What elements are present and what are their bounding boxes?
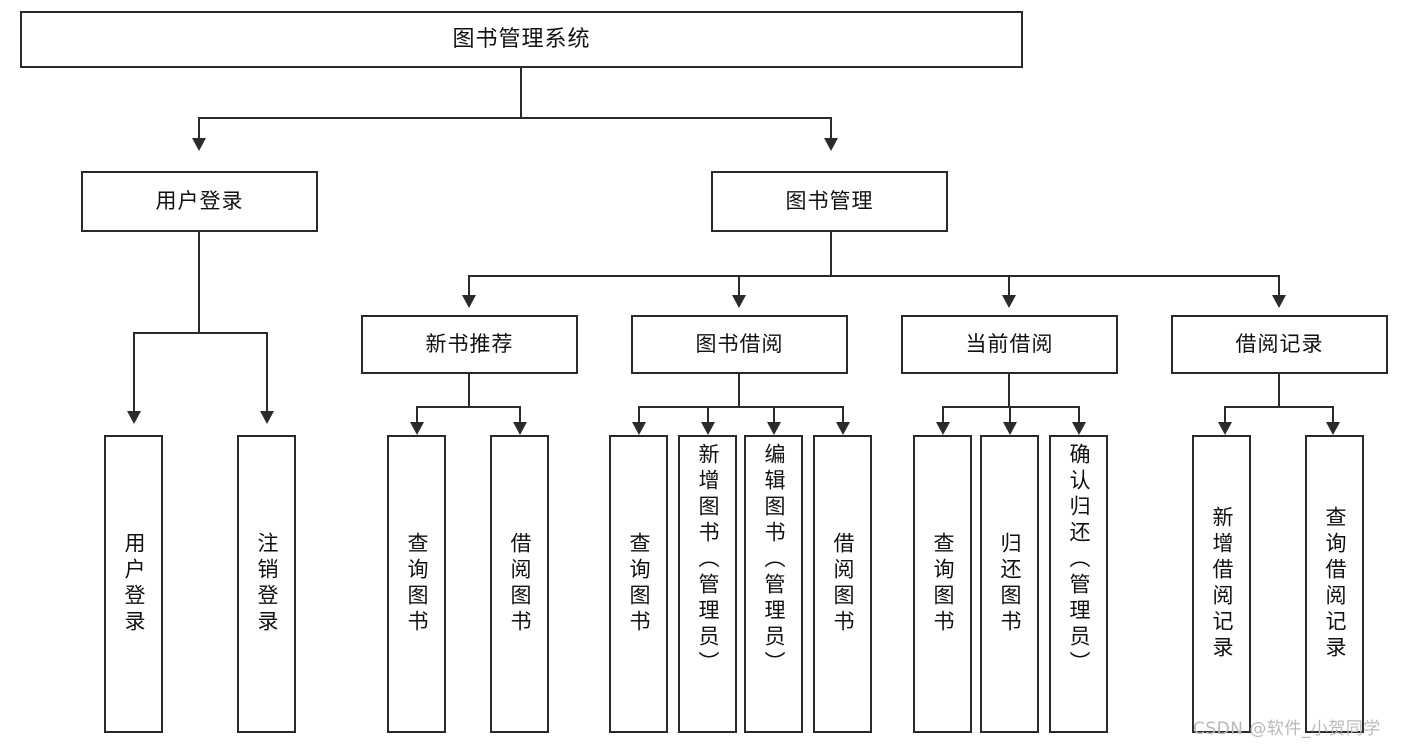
node-label: 查询图书 <box>931 532 955 636</box>
node-label: 新增图书（管理员） <box>696 443 720 677</box>
arrowhead-book-borrow-leaf-3 <box>767 422 781 435</box>
node-label: 查询借阅记录 <box>1323 506 1347 662</box>
node-label: 借阅记录 <box>1235 332 1324 357</box>
connector-book-borrow-leaf-2 <box>707 406 709 426</box>
connector-borrow-record-leaf-2 <box>1332 406 1334 426</box>
arrowhead-current-borrow-leaf-1 <box>936 422 950 435</box>
connector-to-book-management <box>830 117 832 141</box>
leaf-user-login-login[interactable]: 用户登录 <box>104 435 163 733</box>
node-current-borrow[interactable]: 当前借阅 <box>901 315 1118 374</box>
leaf-book-borrow-edit-admin[interactable]: 编辑图书（管理员） <box>744 435 803 733</box>
node-label: 归还图书 <box>998 532 1022 636</box>
node-book-borrow[interactable]: 图书借阅 <box>631 315 848 374</box>
node-label: 借阅图书 <box>508 532 532 636</box>
connector-user-login-leaf-1 <box>133 332 135 414</box>
node-label: 图书借阅 <box>695 332 784 357</box>
connector-to-new-book <box>468 275 470 298</box>
connector-to-current-borrow <box>1008 275 1010 298</box>
leaf-book-borrow-add-admin[interactable]: 新增图书（管理员） <box>678 435 737 733</box>
arrowhead-current-borrow-leaf-2 <box>1003 422 1017 435</box>
arrowhead-book-borrow-leaf-2 <box>701 422 715 435</box>
connector-new-book-stem <box>468 374 470 407</box>
connector-current-borrow-leaf-1 <box>942 406 944 426</box>
arrowhead-book-borrow-leaf-1 <box>632 422 646 435</box>
connector-current-borrow-leaf-2 <box>1009 406 1011 426</box>
connector-new-book-leaf-1 <box>416 406 418 426</box>
node-label: 查询图书 <box>627 532 651 636</box>
connector-book-borrow-leaf-4 <box>842 406 844 426</box>
connector-current-borrow-leaf-3 <box>1078 406 1080 426</box>
arrowhead-borrow-record-leaf-1 <box>1218 422 1232 435</box>
arrowhead-to-book-management <box>824 138 838 151</box>
node-label: 用户登录 <box>155 189 244 214</box>
node-label: 图书管理 <box>785 189 874 214</box>
node-label: 当前借阅 <box>965 332 1054 357</box>
node-borrow-record[interactable]: 借阅记录 <box>1171 315 1388 374</box>
connector-borrow-record-stem <box>1278 374 1280 407</box>
node-label: 查询图书 <box>405 532 429 636</box>
node-label: 新书推荐 <box>425 332 514 357</box>
arrowhead-book-borrow-leaf-4 <box>836 422 850 435</box>
connector-borrow-record-bus <box>1224 406 1334 408</box>
connector-level3-bus <box>468 275 1280 277</box>
node-book-management[interactable]: 图书管理 <box>711 171 948 232</box>
leaf-user-login-logout[interactable]: 注销登录 <box>237 435 296 733</box>
arrowhead-to-new-book <box>462 295 476 308</box>
arrowhead-to-current-borrow <box>1002 295 1016 308</box>
connector-new-book-leaf-2 <box>519 406 521 426</box>
connector-user-login-leaf-2 <box>266 332 268 414</box>
leaf-new-book-query[interactable]: 查询图书 <box>387 435 446 733</box>
connector-to-book-borrow <box>738 275 740 298</box>
arrowhead-to-borrow-record <box>1272 295 1286 308</box>
arrowhead-user-login-leaf-2 <box>260 411 274 424</box>
connector-book-borrow-stem <box>738 374 740 407</box>
leaf-book-borrow-query[interactable]: 查询图书 <box>609 435 668 733</box>
arrowhead-new-book-leaf-1 <box>410 422 424 435</box>
connector-root-stem <box>520 68 522 118</box>
leaf-borrow-record-query[interactable]: 查询借阅记录 <box>1305 435 1364 733</box>
leaf-borrow-record-add[interactable]: 新增借阅记录 <box>1192 435 1251 733</box>
node-label: 用户登录 <box>122 532 146 636</box>
node-root-book-management-system[interactable]: 图书管理系统 <box>20 11 1023 68</box>
connector-current-borrow-stem <box>1008 374 1010 407</box>
node-label: 确认归还（管理员） <box>1067 443 1091 677</box>
connector-to-borrow-record <box>1278 275 1280 298</box>
connector-book-borrow-bus <box>638 406 844 408</box>
node-label: 新增借阅记录 <box>1210 506 1234 662</box>
leaf-current-borrow-confirm-admin[interactable]: 确认归还（管理员） <box>1049 435 1108 733</box>
connector-new-book-bus <box>416 406 521 408</box>
arrowhead-to-user-login <box>192 138 206 151</box>
leaf-current-borrow-return[interactable]: 归还图书 <box>980 435 1039 733</box>
arrowhead-new-book-leaf-2 <box>513 422 527 435</box>
connector-book-borrow-leaf-1 <box>638 406 640 426</box>
node-label: 编辑图书（管理员） <box>762 443 786 677</box>
arrowhead-borrow-record-leaf-2 <box>1326 422 1340 435</box>
connector-user-login-bus <box>133 332 267 334</box>
leaf-new-book-borrow[interactable]: 借阅图书 <box>490 435 549 733</box>
node-label: 借阅图书 <box>831 532 855 636</box>
leaf-current-borrow-query[interactable]: 查询图书 <box>913 435 972 733</box>
connector-user-login-stem <box>198 232 200 333</box>
node-label: 注销登录 <box>255 532 279 636</box>
leaf-book-borrow-borrow[interactable]: 借阅图书 <box>813 435 872 733</box>
node-label: 图书管理系统 <box>452 26 591 52</box>
connector-book-borrow-leaf-3 <box>773 406 775 426</box>
node-new-book-recommendation[interactable]: 新书推荐 <box>361 315 578 374</box>
connector-to-user-login <box>198 117 200 141</box>
connector-current-borrow-bus <box>942 406 1080 408</box>
connector-book-management-stem <box>830 232 832 276</box>
connector-borrow-record-leaf-1 <box>1224 406 1226 426</box>
arrowhead-current-borrow-leaf-3 <box>1072 422 1086 435</box>
arrowhead-to-book-borrow <box>732 295 746 308</box>
arrowhead-user-login-leaf-1 <box>127 411 141 424</box>
connector-level2-bus <box>198 117 832 119</box>
node-user-login[interactable]: 用户登录 <box>81 171 318 232</box>
